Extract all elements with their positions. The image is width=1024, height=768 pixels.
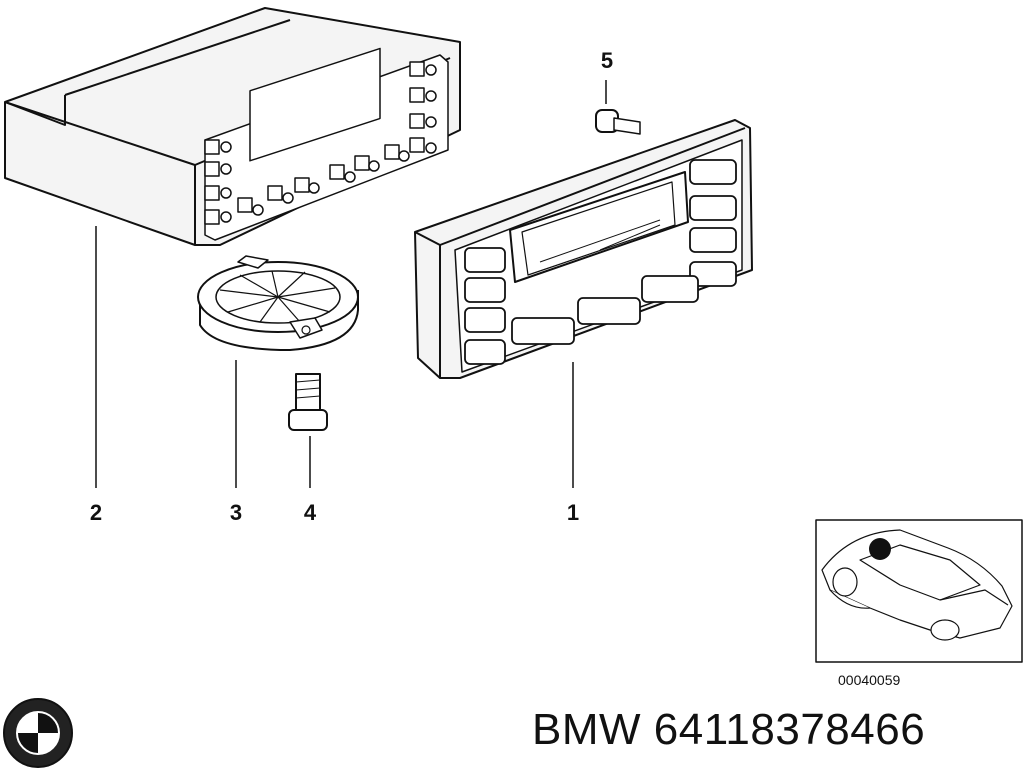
part-number-title: BMW 64118378466 — [532, 705, 926, 754]
callout-1: 1 — [567, 500, 579, 525]
callout-3: 3 — [230, 500, 242, 525]
callout-5: 5 — [601, 48, 613, 73]
part-4-screw — [288, 373, 328, 431]
part-5-screw — [595, 109, 641, 135]
callout-2: 2 — [90, 500, 102, 525]
part-3-fan-ring — [197, 255, 359, 351]
part-1-control-panel — [414, 119, 753, 379]
locator-inset — [815, 519, 1023, 663]
diagram-reference-number: 00040059 — [838, 672, 901, 688]
leader-lines — [95, 80, 607, 488]
bmw-logo — [3, 698, 73, 768]
part-2-rear-housing — [4, 7, 461, 246]
callout-4: 4 — [304, 500, 317, 525]
